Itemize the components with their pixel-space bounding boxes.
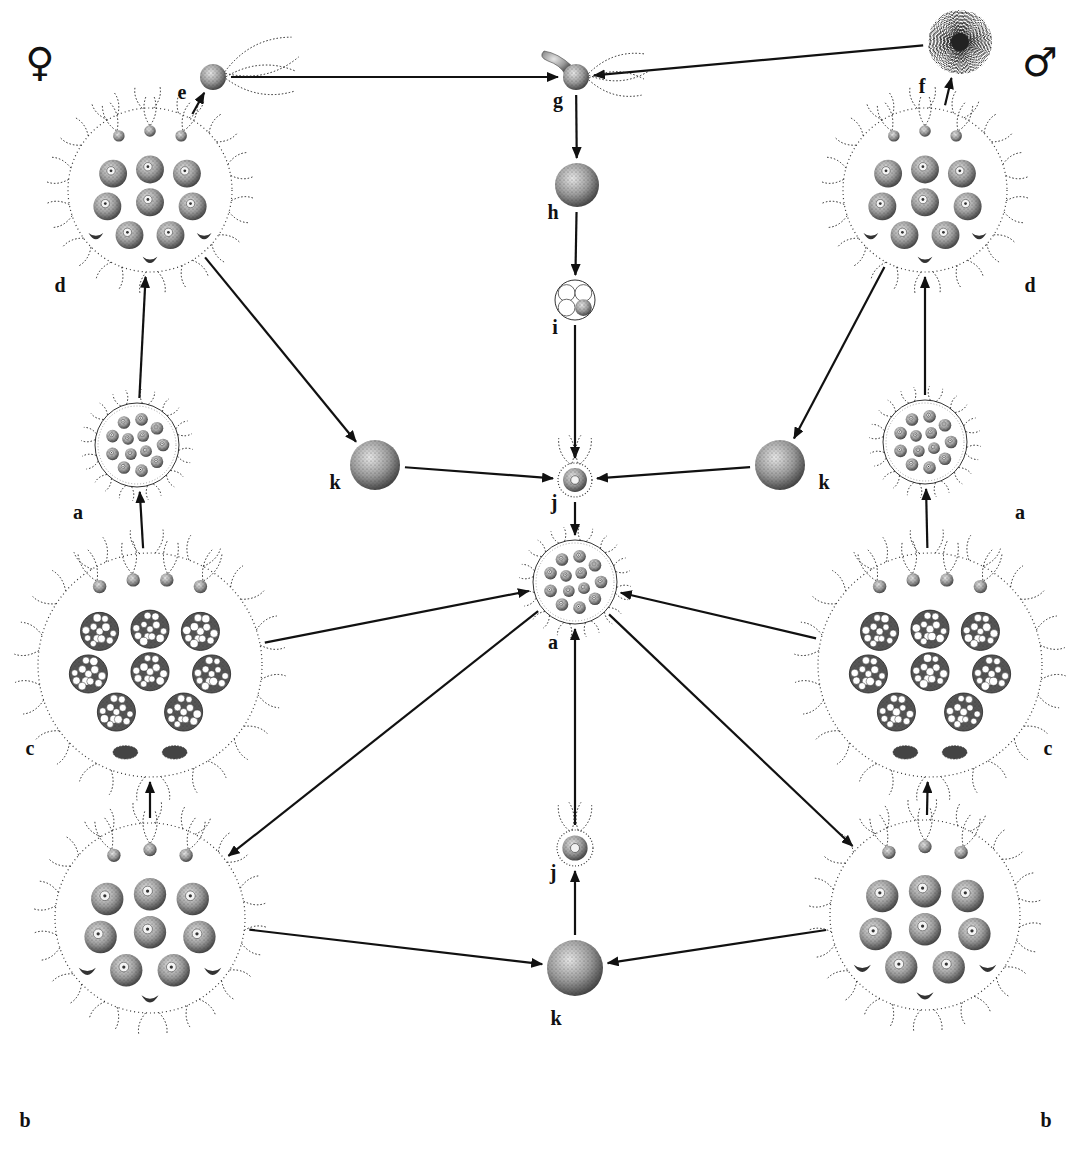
- organism-stage: i: [555, 280, 595, 320]
- organism-stage: k: [350, 440, 400, 490]
- stage-letter: g: [553, 90, 563, 110]
- stage-arrow: [594, 45, 923, 75]
- stage-letter: k: [818, 472, 829, 492]
- organism-drawing: [928, 10, 992, 74]
- organism-drawing: [95, 403, 179, 487]
- organism-drawing: [350, 440, 400, 490]
- stage-letter: c: [26, 738, 35, 758]
- organism-stage: b: [830, 820, 1020, 1010]
- stage-arrow: [574, 871, 576, 935]
- organism-stage: a: [533, 540, 617, 624]
- stage-arrow: [608, 930, 826, 963]
- stage-letter: j: [550, 862, 557, 882]
- stage-arrow: [574, 502, 576, 535]
- stage-arrow: [140, 492, 143, 548]
- organism-drawing: [843, 108, 1007, 272]
- organism-drawing: [55, 823, 245, 1013]
- stage-arrow: [265, 591, 529, 643]
- stage-letter: e: [178, 82, 187, 102]
- stage-letter: k: [550, 1008, 561, 1028]
- stage-arrow: [228, 611, 538, 856]
- stage-letter: j: [551, 492, 558, 512]
- stage-arrow: [574, 325, 576, 458]
- organism-stage: c: [818, 553, 1042, 777]
- stage-letter: b: [19, 1110, 30, 1130]
- organism-drawing: [818, 553, 1042, 777]
- organism-stage: k: [547, 940, 603, 996]
- stage-arrow: [575, 95, 578, 158]
- organism-stage: c: [38, 553, 262, 777]
- stage-arrow: [205, 257, 356, 441]
- organism-stage: j: [557, 830, 593, 866]
- stage-arrow: [794, 267, 884, 439]
- stage-arrow: [924, 277, 926, 395]
- stage-arrow: [597, 467, 750, 478]
- stage-letter: a: [73, 502, 83, 522]
- stage-arrow: [249, 930, 542, 964]
- stage-arrow: [926, 489, 927, 548]
- organism-stage: d: [843, 108, 1007, 272]
- organism-stage: k: [755, 440, 805, 490]
- organism-drawing: [533, 540, 617, 624]
- stage-arrow: [621, 593, 816, 639]
- organism-drawing: [558, 463, 592, 497]
- organism-drawing: [830, 820, 1020, 1010]
- stage-arrow: [139, 277, 145, 398]
- organism-stage: j: [558, 463, 592, 497]
- stage-arrow: [926, 782, 929, 815]
- stage-letter: d: [1024, 275, 1035, 295]
- organism-drawing: [38, 553, 262, 777]
- organism-stage: b: [55, 823, 245, 1013]
- organism-drawing: [547, 940, 603, 996]
- sex-symbol: ♂: [1022, 42, 1058, 82]
- stage-letter: i: [552, 317, 558, 337]
- stage-arrow: [945, 78, 951, 105]
- organism-stage: f: [928, 10, 992, 74]
- organism-drawing: [555, 163, 599, 207]
- stage-letter: a: [548, 632, 558, 652]
- stage-letter: f: [919, 76, 926, 96]
- organism-drawing: [68, 108, 232, 272]
- stage-arrow: [609, 614, 853, 846]
- stage-letter: b: [1040, 1110, 1051, 1130]
- organism-stage: d: [68, 108, 232, 272]
- stage-letter: c: [1044, 738, 1053, 758]
- organism-stage: a: [883, 400, 967, 484]
- organism-stage: g: [563, 64, 589, 90]
- stage-letter: d: [54, 275, 65, 295]
- organism-drawing: [555, 280, 595, 320]
- organism-drawing: [200, 64, 226, 90]
- organism-stage: a: [95, 403, 179, 487]
- sex-symbol: ♀: [25, 42, 54, 82]
- organism-stage: h: [555, 163, 599, 207]
- stage-arrow: [574, 629, 576, 825]
- stage-letter: h: [547, 202, 558, 222]
- stage-letter: k: [329, 472, 340, 492]
- organism-stage: e: [200, 64, 226, 90]
- stage-letter: a: [1015, 502, 1025, 522]
- organism-drawing: [755, 440, 805, 490]
- stage-arrow: [149, 782, 151, 818]
- stage-arrow: [405, 467, 553, 478]
- stage-arrow: [575, 212, 576, 275]
- organism-drawing: [563, 64, 589, 90]
- organism-drawing: [883, 400, 967, 484]
- stage-arrow: [231, 76, 558, 78]
- organism-drawing: [557, 830, 593, 866]
